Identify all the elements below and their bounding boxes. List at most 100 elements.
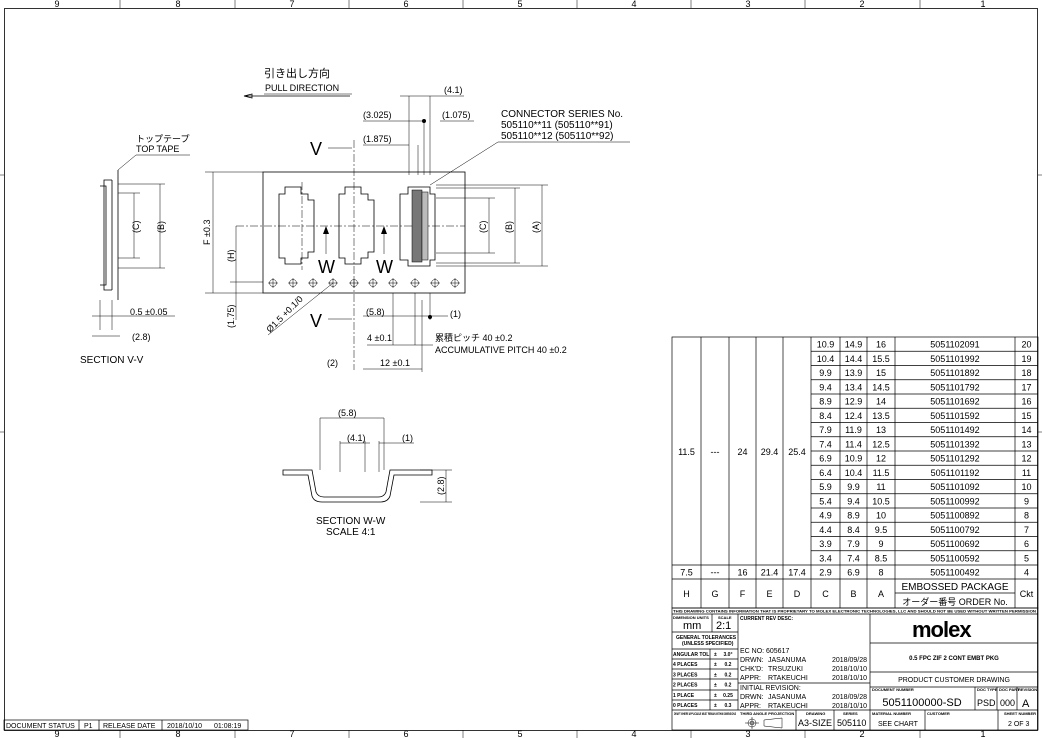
column-header-c: C (822, 589, 829, 599)
cell-ckt: 17 (1021, 382, 1031, 392)
connector-series-leader (429, 141, 630, 186)
cell-b: 6.9 (847, 568, 860, 578)
zone-top-7: 7 (289, 0, 294, 9)
ec-no: 605617 (766, 648, 789, 655)
zone-top-6: 6 (403, 0, 408, 9)
revision-value: A (1022, 698, 1030, 710)
cell-a: 11.5 (873, 468, 890, 478)
proprietary-notice: THIS DRAWING CONTAINS INFORMATION THAT I… (673, 609, 1036, 614)
section-w-marker-1: W (318, 257, 335, 277)
drawing-label: DRAWING (806, 711, 825, 716)
chkd-date: 2018/10/10 (832, 666, 867, 673)
cell-ckt: 16 (1021, 397, 1031, 407)
zone-bottom-4: 4 (631, 729, 636, 738)
cell-h: 11.5 (678, 447, 695, 457)
initial-drwn-date: 2018/09/28 (832, 694, 867, 701)
dim-1: (1) (450, 309, 461, 319)
cell-ckt: 9 (1024, 496, 1029, 506)
scale-value: 2:1 (716, 620, 731, 632)
column-header-e: E (766, 589, 772, 599)
zone-bottom-1: 1 (980, 729, 985, 738)
dim-4-1: (4.1) (444, 85, 463, 95)
dim-b: (B) (504, 221, 514, 233)
initial-appr-date: 2018/10/10 (832, 703, 867, 710)
initial-appr: RTAKEUCHI (768, 703, 808, 710)
cell-ckt: 5 (1024, 553, 1029, 563)
cell-a: 9 (878, 539, 883, 549)
connector-in-pocket (399, 186, 436, 267)
initial-drwn: JASANUMA (768, 694, 806, 701)
embossed-package-header: EMBOSSED PACKAGE (901, 582, 1008, 593)
cell-c: 4.4 (819, 525, 832, 535)
cell-ckt: 14 (1021, 425, 1031, 435)
cell-ckt: 13 (1021, 439, 1031, 449)
cell-h: 7.5 (680, 568, 693, 578)
drwn-label: DRWN: (740, 657, 764, 664)
cell-c: 8.9 (819, 397, 832, 407)
cell-f: 16 (737, 568, 747, 578)
cell-a: 9.5 (875, 525, 888, 535)
document-status-label: DOCUMENT STATUS (6, 723, 75, 730)
section-w-marker-2: W (376, 257, 393, 277)
series-value: 505110 (837, 718, 866, 728)
cell-b: 11.9 (845, 425, 862, 435)
cell-order-no: 5051100892 (930, 511, 979, 521)
accumulative-pitch-en: ACCUMULATIVE PITCH 40 ±0.2 (435, 345, 567, 355)
chkd-label: CHK'D: (740, 666, 763, 673)
third-angle-projection-icon (745, 717, 783, 729)
cell-c: 6.4 (819, 468, 832, 478)
cell-a: 14.5 (872, 382, 890, 392)
dim-ww-1: (1) (402, 433, 413, 443)
section-ww-scale: SCALE 4:1 (326, 527, 376, 538)
cell-c: 3.9 (819, 539, 832, 549)
section-ww-label: SECTION W-W (316, 516, 386, 527)
tolerance-label: 0 PLACES (673, 703, 698, 709)
cell-b: 13.4 (845, 382, 863, 392)
cell-order-no: 5051101592 (930, 411, 979, 421)
dim-vv-b: (B) (156, 221, 166, 233)
dimension-units: mm (683, 620, 701, 632)
cell-a: 11 (876, 482, 885, 492)
cell-a: 12.5 (872, 439, 890, 449)
cell-ckt: 20 (1021, 340, 1031, 350)
scale-label: SCALE (718, 615, 732, 620)
cell-b: 8.9 (847, 511, 860, 521)
cell-b: 9.4 (847, 496, 860, 506)
part-description: 0.5 FPC ZIF 2 CONT EMBT PKG (909, 656, 999, 662)
pull-direction-en: PULL DIRECTION (265, 83, 339, 93)
dim-3-025: (3.025) (363, 110, 392, 120)
cell-b: 9.9 (847, 482, 860, 492)
cell-ckt: 6 (1024, 539, 1029, 549)
cell-order-no: 5051100592 (930, 553, 979, 563)
section-v-marker-bottom: V (310, 311, 322, 331)
cell-e: 29.4 (761, 447, 779, 457)
zone-top-1: 1 (980, 0, 985, 9)
cell-order-no: 5051100692 (930, 539, 979, 549)
tolerance-value: 3.0° (724, 652, 733, 658)
projection-label: THIRD ANGLE PROJECTION (740, 711, 794, 716)
drawing-size: A3-SIZE (798, 718, 832, 728)
tolerance-label: 3 PLACES (673, 672, 698, 678)
cell-c: 7.9 (819, 425, 832, 435)
order-no-header: オーダー番号 ORDER No. (902, 596, 1008, 607)
cell-a: 14 (876, 397, 886, 407)
dim-ww-5-8: (5.8) (338, 408, 357, 418)
cell-c: 7.4 (819, 439, 832, 449)
zone-top-2: 2 (859, 0, 864, 9)
cell-order-no: 5051101292 (930, 454, 979, 464)
tolerance-value: 0.25 (723, 693, 733, 699)
column-header-d: D (794, 589, 801, 599)
cell-order-no: 5051101792 (930, 382, 979, 392)
series-label: SERIES (843, 711, 858, 716)
column-header-a: A (878, 589, 884, 599)
zone-bottom-9: 9 (54, 729, 59, 738)
cell-c: 10.9 (817, 340, 835, 350)
top-tape-en: TOP TAPE (136, 144, 179, 154)
cell-a: 8 (878, 568, 883, 578)
tolerance-value: 0.2 (725, 662, 732, 668)
cell-a: 16 (876, 340, 886, 350)
cell-c: 9.4 (819, 382, 832, 392)
doc-type-label: DOC TYPE (977, 687, 998, 692)
cell-c: 2.9 (819, 568, 832, 578)
cell-d: 25.4 (788, 447, 806, 457)
